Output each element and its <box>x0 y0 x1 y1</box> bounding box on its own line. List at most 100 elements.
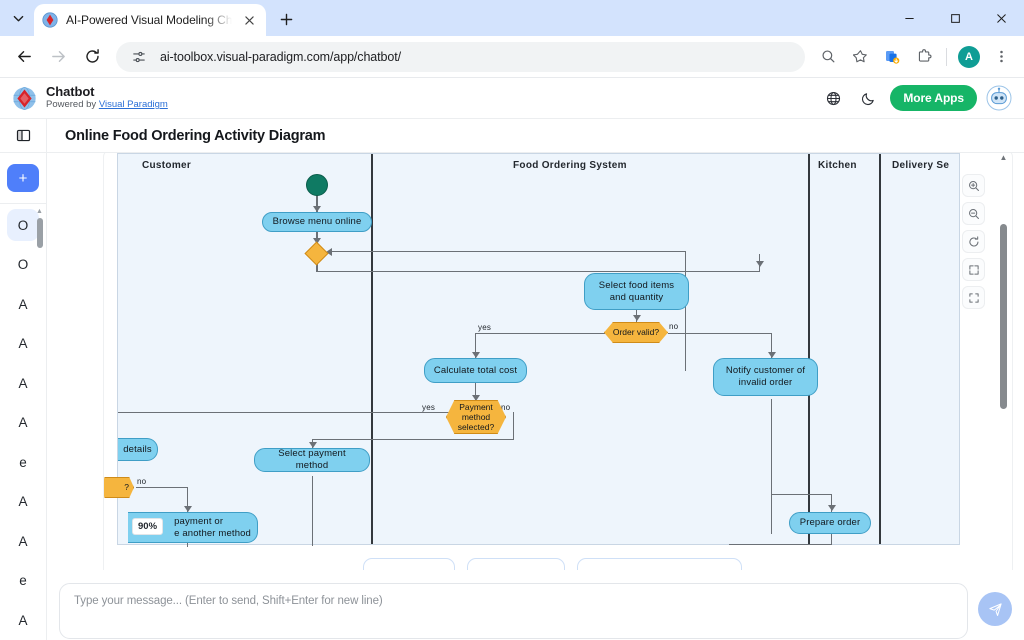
reload-button[interactable] <box>76 41 108 73</box>
dark-mode-icon[interactable] <box>855 85 881 111</box>
tab-close-icon[interactable] <box>240 11 258 29</box>
decision-node-order-valid[interactable]: Order valid? <box>604 322 668 343</box>
edge-arrow <box>326 247 332 256</box>
browser-tab[interactable]: AI-Powered Visual Modeling Ch <box>34 4 266 36</box>
app-body: + O O A A A A e A A e A ▲ ▼ <box>0 153 1024 640</box>
zoom-level-badge: 90% <box>132 518 164 535</box>
start-node[interactable] <box>306 174 328 196</box>
more-apps-button[interactable]: More Apps <box>890 85 977 111</box>
lane-label-kitchen: Kitchen <box>818 160 857 171</box>
sidebar: + O O A A A A e A A e A ▲ ▼ <box>0 153 47 640</box>
activity-node-notify-invalid[interactable]: Notify customer of invalid order <box>713 358 818 396</box>
forward-button[interactable] <box>42 41 74 73</box>
window-maximize-button[interactable] <box>932 0 978 36</box>
edge-label-no: no <box>501 403 511 412</box>
chrome-menu-icon[interactable] <box>986 42 1016 72</box>
powered-by-text: Powered by <box>46 98 99 110</box>
new-chat-button[interactable]: + <box>7 164 39 192</box>
chat-history-item[interactable]: e <box>19 573 27 588</box>
edge <box>118 412 453 414</box>
chatbot-avatar-icon[interactable] <box>986 85 1012 111</box>
edge-arrow <box>756 261 764 267</box>
suggestion-chip[interactable] <box>576 558 742 570</box>
fullscreen-icon[interactable] <box>962 286 985 309</box>
visual-paradigm-link[interactable]: Visual Paradigm <box>98 98 168 110</box>
chat-history-item[interactable]: A <box>18 533 28 549</box>
send-button[interactable] <box>978 592 1012 626</box>
canvas-scrollbar[interactable]: ▲ <box>997 153 1010 570</box>
merge-node[interactable] <box>304 241 329 266</box>
extension-update-icon[interactable] <box>877 42 907 72</box>
browser-toolbar: ai-toolbox.visual-paradigm.com/app/chatb… <box>0 36 1024 78</box>
chat-history-item[interactable]: O <box>7 209 39 241</box>
edge <box>668 333 772 335</box>
sidebar-divider <box>0 203 46 204</box>
decision-node-clipped[interactable]: ? <box>104 477 134 498</box>
site-settings-icon[interactable] <box>128 46 150 68</box>
chat-history-item[interactable]: A <box>18 375 28 391</box>
canvas-scrollbar-thumb[interactable] <box>1000 224 1007 409</box>
visual-paradigm-logo-icon <box>12 86 37 111</box>
address-bar-url: ai-toolbox.visual-paradigm.com/app/chatb… <box>160 49 401 64</box>
tab-search-chevron-icon[interactable] <box>4 4 32 32</box>
edge <box>316 230 318 244</box>
activity-node-browse-menu[interactable]: Browse menu online <box>262 212 372 232</box>
diagram-canvas[interactable]: Customer Food Ordering System Kitchen De… <box>104 153 1012 570</box>
message-input[interactable]: Type your message... (Enter to send, Shi… <box>59 583 968 639</box>
edge-label-no: no <box>669 322 679 331</box>
edge-arrow <box>471 352 480 358</box>
edge <box>771 399 773 534</box>
edge <box>312 476 314 546</box>
edge-arrow <box>632 315 641 321</box>
edge <box>513 412 515 440</box>
zoom-icon[interactable] <box>813 42 843 72</box>
activity-node-details-clipped[interactable]: details <box>118 438 158 461</box>
page-title: Online Food Ordering Activity Diagram <box>65 127 326 144</box>
chat-history-item[interactable]: e <box>19 454 27 470</box>
brand-subtitle: Powered by Visual Paradigm <box>46 98 168 111</box>
edge <box>312 439 514 441</box>
edge-arrow <box>313 206 321 212</box>
chat-history-item[interactable]: A <box>18 336 28 351</box>
activity-node-select-food[interactable]: Select food items and quantity <box>584 273 689 310</box>
decision-node-payment-method[interactable]: Payment method selected? <box>446 400 506 434</box>
sidebar-scroll-up-icon[interactable]: ▲ <box>36 208 43 215</box>
suggestion-chip[interactable] <box>466 558 565 570</box>
chat-history-item[interactable]: A <box>18 415 28 430</box>
globe-icon[interactable] <box>820 85 846 111</box>
back-button[interactable] <box>8 41 40 73</box>
canvas-scrollbar-track[interactable] <box>997 162 1010 570</box>
activity-node-prepare-order[interactable]: Prepare order <box>789 512 871 534</box>
edge <box>475 383 477 401</box>
activity-node-select-payment[interactable]: Select payment method <box>254 448 370 472</box>
profile-avatar[interactable]: A <box>954 42 984 72</box>
panel-toggle-button[interactable] <box>0 119 47 152</box>
activity-diagram[interactable]: Customer Food Ordering System Kitchen De… <box>104 153 960 547</box>
extensions-icon[interactable] <box>909 42 939 72</box>
chat-history-item[interactable]: A <box>18 296 28 312</box>
chat-history-item[interactable]: A <box>18 494 28 509</box>
canvas-scroll-up-icon[interactable]: ▲ <box>999 153 1008 162</box>
browser-tab-strip: AI-Powered Visual Modeling Ch <box>0 0 1024 36</box>
message-composer: Type your message... (Enter to send, Shi… <box>47 570 1024 640</box>
edge <box>187 542 189 547</box>
reset-view-icon[interactable] <box>962 230 985 253</box>
activity-node-calculate-cost[interactable]: Calculate total cost <box>424 358 527 383</box>
new-tab-button[interactable] <box>272 5 300 33</box>
address-bar[interactable]: ai-toolbox.visual-paradigm.com/app/chatb… <box>116 41 805 72</box>
zoom-out-icon[interactable] <box>962 202 985 225</box>
chat-history-item[interactable]: A <box>18 612 28 628</box>
edge-arrow <box>308 442 317 448</box>
lane-separator <box>879 154 881 544</box>
sidebar-scroll-thumb[interactable] <box>36 218 43 248</box>
fit-screen-icon[interactable] <box>962 258 985 281</box>
send-icon <box>988 602 1002 616</box>
window-close-button[interactable] <box>978 0 1024 36</box>
suggestion-chip[interactable] <box>362 558 455 570</box>
sidebar-scrollbar[interactable]: ▲ <box>36 208 43 458</box>
zoom-in-icon[interactable] <box>962 174 985 197</box>
chat-history-item[interactable]: O <box>17 257 29 272</box>
window-minimize-button[interactable] <box>886 0 932 36</box>
bookmark-star-icon[interactable] <box>845 42 875 72</box>
lane-separator <box>371 154 373 544</box>
